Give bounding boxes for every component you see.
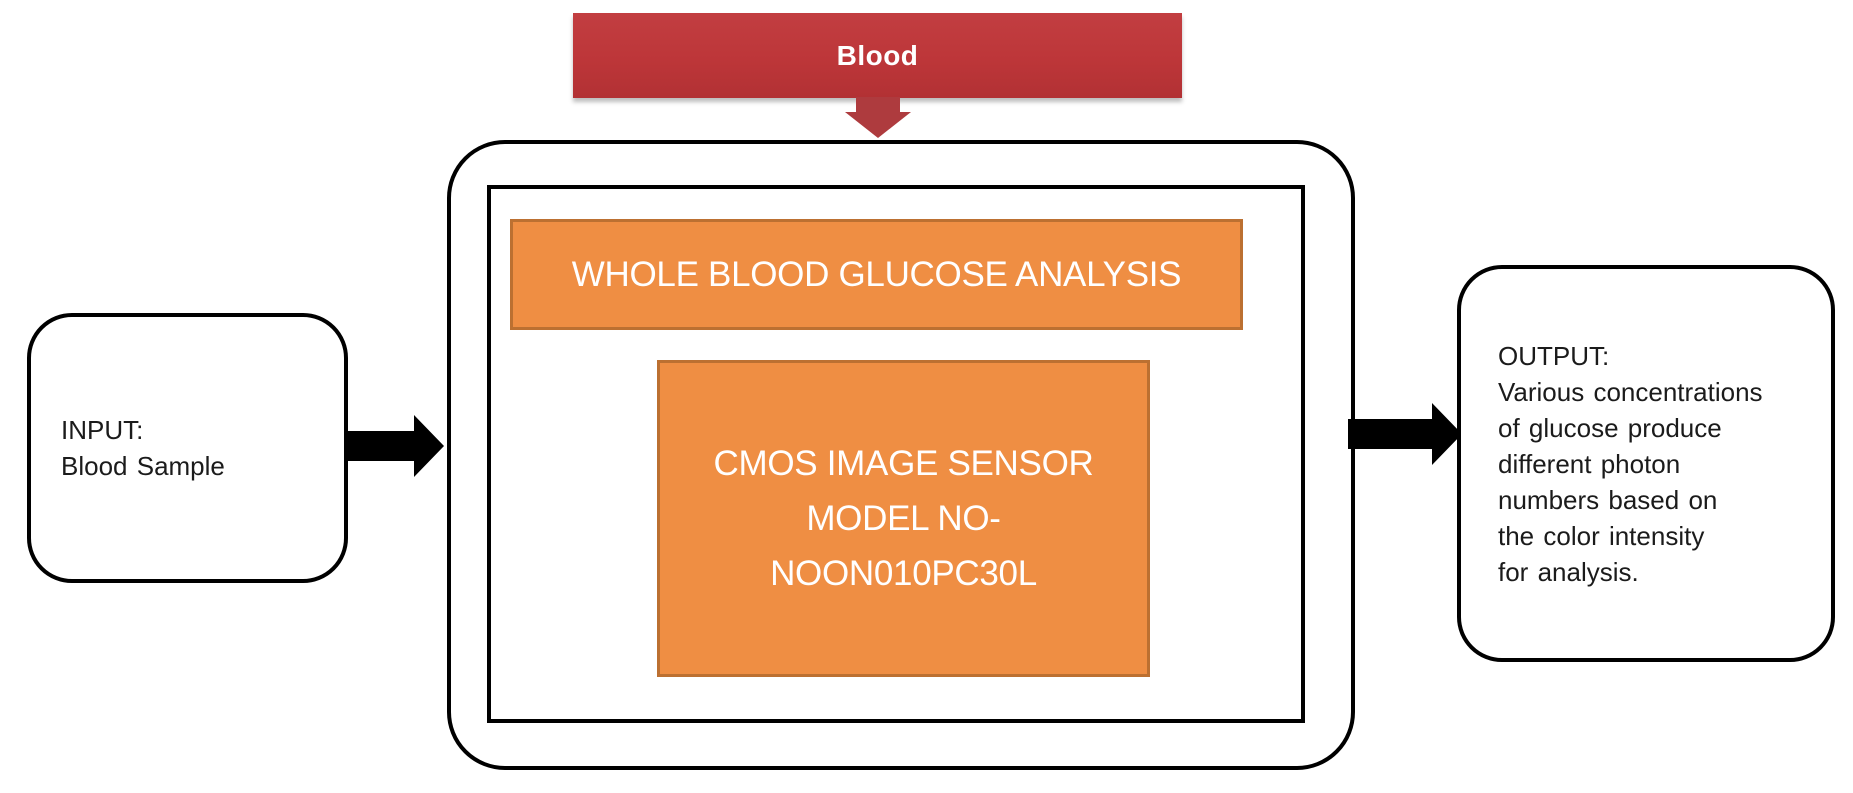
input-box-line: Blood Sample — [61, 451, 225, 481]
output-box-line: of glucose produce — [1498, 412, 1722, 443]
input-arrow-stem — [348, 431, 414, 461]
blood-banner: Blood — [573, 13, 1182, 98]
sensor-box-line: NOON010PC30L — [770, 554, 1037, 593]
blood-down-arrow-icon — [845, 112, 911, 138]
output-box: OUTPUT: Various concentrations of glucos… — [1457, 265, 1835, 662]
output-box-line: different photon — [1498, 448, 1681, 479]
sensor-box-line: CMOS IMAGE SENSOR — [713, 444, 1094, 483]
output-arrow-stem — [1348, 419, 1432, 449]
blood-banner-label: Blood — [836, 39, 919, 71]
sensor-box-line: MODEL NO- — [806, 499, 1001, 538]
blood-down-arrow-stem — [856, 97, 900, 113]
output-box-line: Various concentrations — [1498, 376, 1763, 407]
output-box-line: the color intensity — [1498, 520, 1705, 551]
analysis-title-box: WHOLE BLOOD GLUCOSE ANALYSIS — [510, 219, 1243, 330]
output-box-line: OUTPUT: — [1498, 340, 1610, 371]
input-arrow-icon — [414, 415, 444, 477]
input-box: INPUT: Blood Sample — [27, 313, 348, 583]
output-box-line: for analysis. — [1498, 556, 1639, 587]
sensor-box: CMOS IMAGE SENSOR MODEL NO- NOON010PC30L — [657, 360, 1150, 677]
output-box-line: numbers based on — [1498, 484, 1718, 515]
analysis-title-label: WHOLE BLOOD GLUCOSE ANALYSIS — [571, 254, 1182, 294]
input-box-line: INPUT: — [61, 415, 144, 445]
